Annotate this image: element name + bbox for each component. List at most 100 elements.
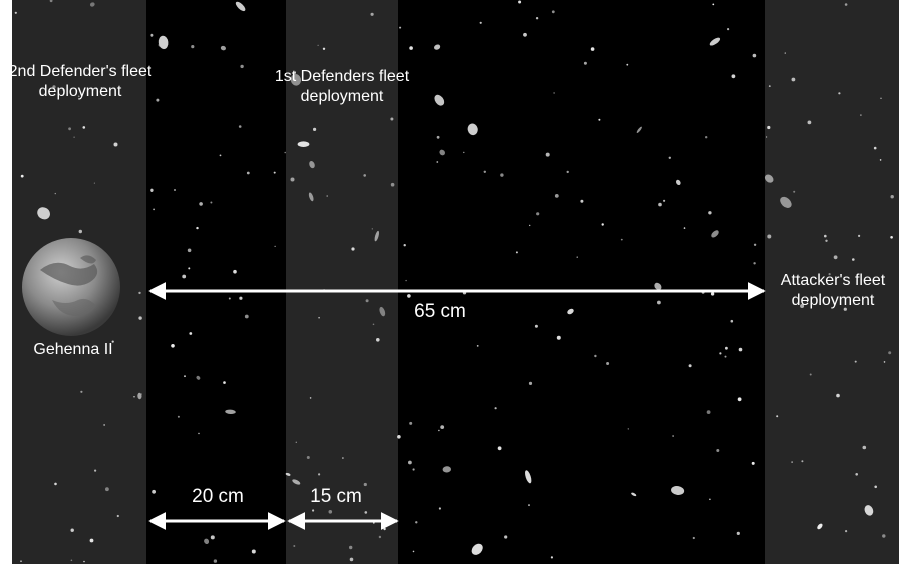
star [415,521,418,524]
star [89,2,95,7]
star [874,485,877,489]
star [523,32,527,37]
star [308,192,314,202]
star [73,136,75,138]
star [349,545,353,550]
star [556,335,561,340]
star [376,338,380,342]
star [188,267,191,270]
star [184,375,186,378]
star [845,530,848,533]
star [294,71,296,73]
star [93,182,95,184]
star [295,441,297,443]
star [116,514,119,518]
star [138,291,141,295]
star [738,347,743,352]
star [683,227,686,229]
star [801,460,804,463]
star [852,258,855,261]
star [534,324,538,328]
star [838,92,841,95]
star [436,135,440,139]
star [198,432,200,435]
star [189,332,193,335]
star [737,397,742,402]
star [768,85,771,87]
planet-name-label: Gehenna II [33,341,113,358]
star [297,141,310,147]
star [363,482,367,487]
star [103,424,105,426]
star [220,45,226,51]
star [657,300,661,305]
star [370,12,374,16]
star [133,396,135,398]
star [204,538,210,545]
star [438,429,440,432]
star [724,355,727,358]
star [309,161,315,169]
star [828,273,831,276]
star [504,535,508,539]
star [68,127,71,131]
star [483,170,486,173]
star [731,74,736,79]
star [37,207,50,220]
star [137,392,142,400]
star [601,223,604,226]
star [882,534,886,538]
star [879,159,882,161]
star [663,199,666,202]
star [292,479,301,485]
star [54,192,56,195]
star [736,531,740,536]
star [862,445,867,450]
star [390,117,394,121]
star [284,151,287,154]
star [399,26,402,29]
star [528,381,533,385]
star [363,174,367,177]
star [374,230,380,242]
total-distance-label: 65 cm [414,301,466,322]
star [191,45,195,49]
star [767,125,771,130]
star [158,35,169,50]
star [766,136,768,138]
star [753,262,756,265]
star [113,142,118,147]
star [403,244,406,247]
star [412,468,415,471]
star [439,149,445,156]
star [858,234,861,237]
star [233,269,237,274]
star [545,152,550,157]
star [791,461,793,463]
star [440,425,445,429]
star [52,85,56,89]
star [471,543,483,555]
star [606,362,610,365]
star [566,170,569,174]
star [412,550,415,553]
star [313,127,317,131]
star [347,496,350,499]
star [567,308,574,315]
star [306,456,310,459]
star [705,136,708,139]
star [409,421,413,425]
star [708,211,712,215]
star [182,274,187,279]
second-defender-zone-label: 2nd Defender's fleet deployment [8,63,152,100]
star [529,224,531,227]
star [672,435,674,437]
star [244,314,249,319]
star [83,560,85,563]
star [636,126,642,133]
star [476,345,479,347]
star [753,243,757,246]
star [864,505,874,516]
star [767,234,772,239]
star [409,46,413,50]
